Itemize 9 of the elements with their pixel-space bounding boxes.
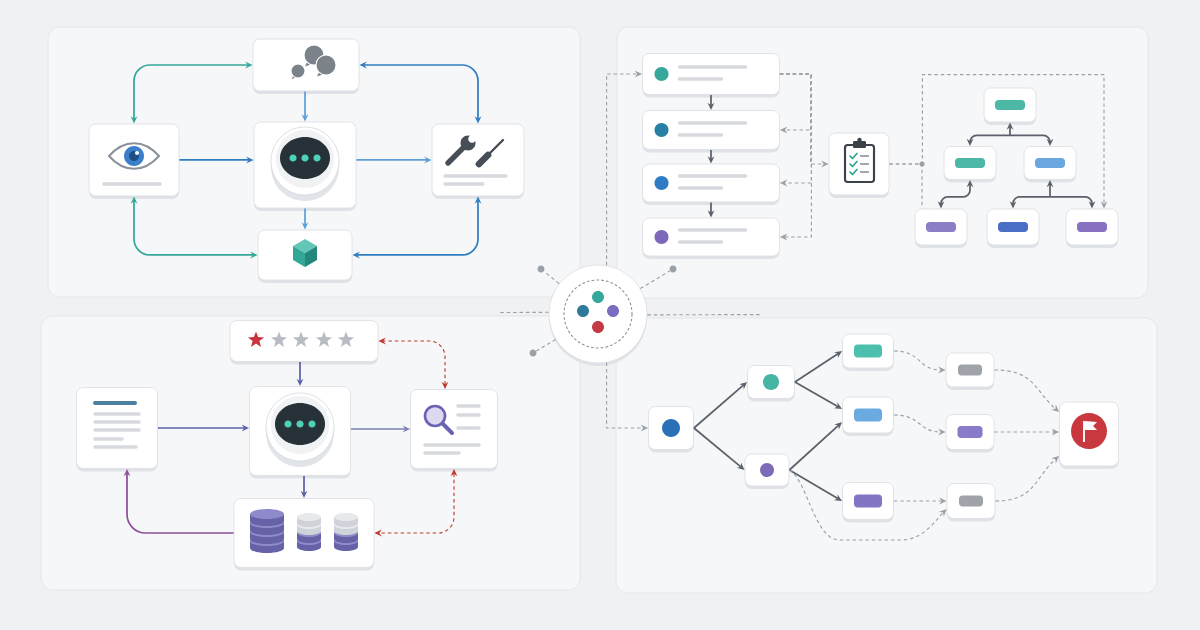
arrow bbox=[788, 469, 947, 541]
arrow bbox=[779, 73, 812, 241]
connector-line bbox=[639, 270, 671, 290]
connector-line bbox=[543, 270, 560, 285]
connector-line bbox=[646, 314, 761, 316]
connector-line bbox=[535, 338, 557, 352]
arrow bbox=[693, 427, 745, 470]
hub-circle bbox=[548, 264, 648, 366]
tile bbox=[229, 320, 379, 365]
